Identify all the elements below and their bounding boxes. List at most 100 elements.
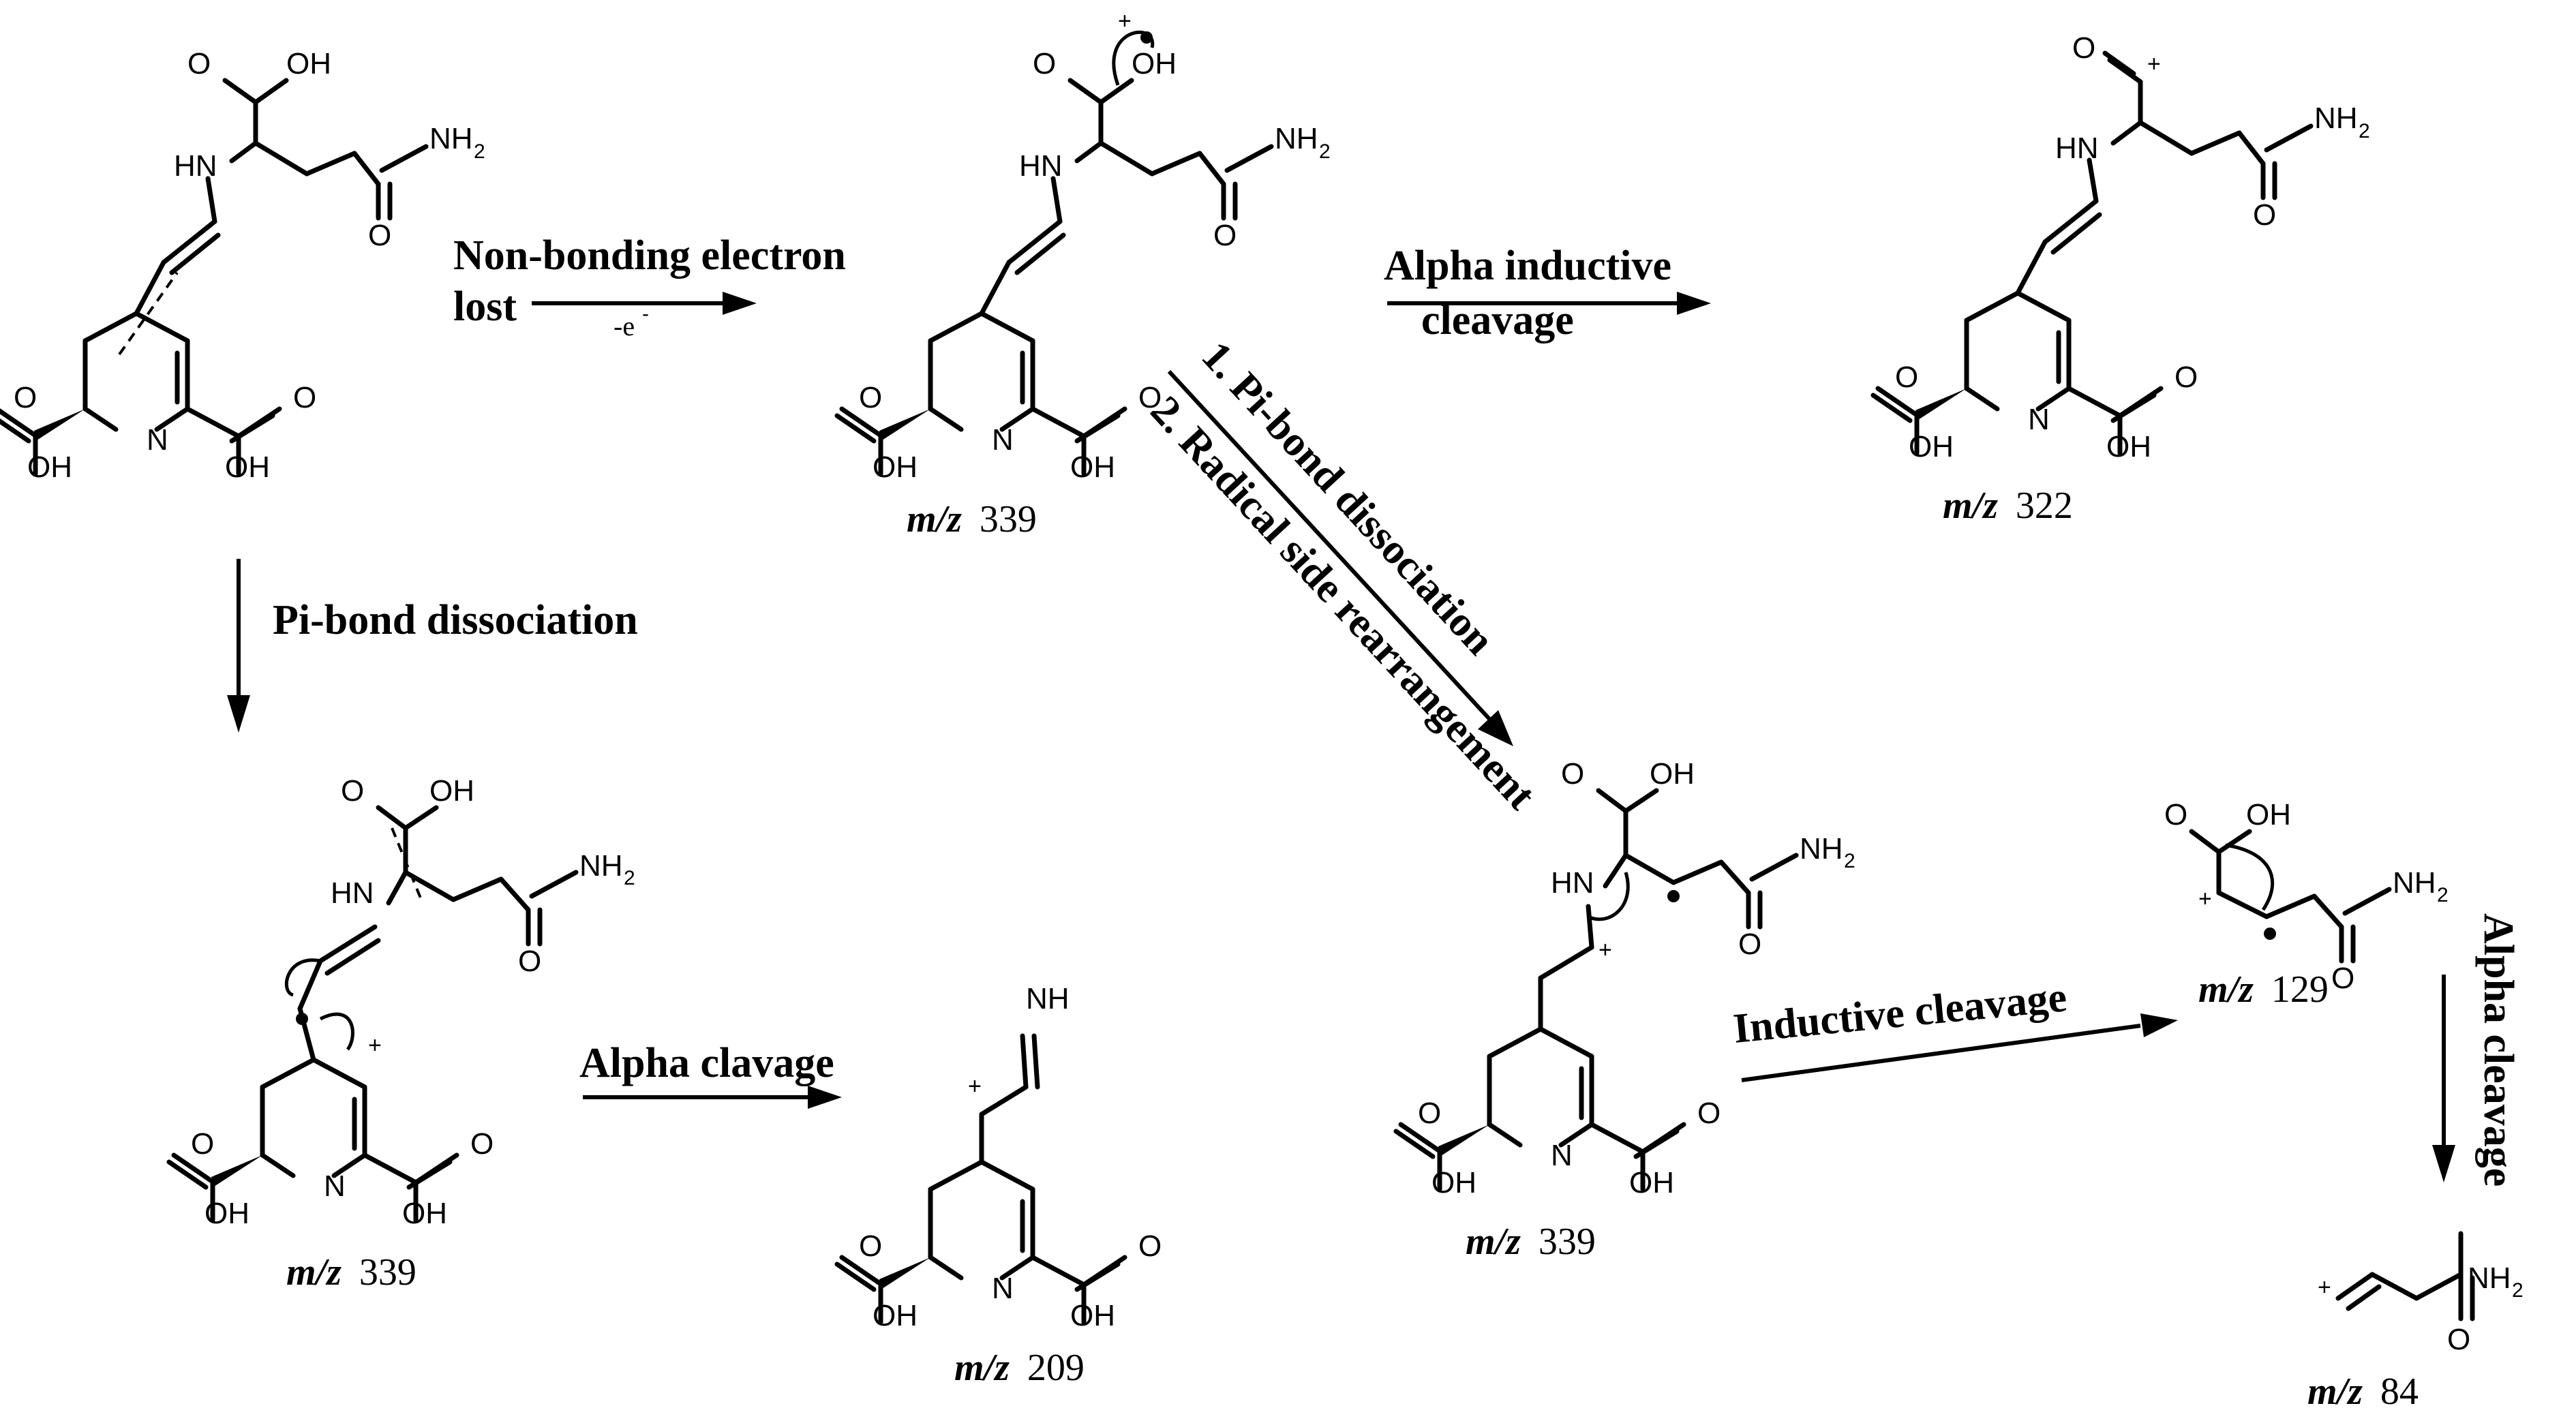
charge-plus: +: [2198, 886, 2212, 912]
step-label: lost: [453, 284, 517, 330]
atom-oh: OH: [1070, 1299, 1115, 1332]
atom-nh2: NH: [429, 122, 473, 155]
mz-value: 339: [1539, 1221, 1596, 1263]
atom-oh: OH: [873, 450, 918, 484]
mz-prefix: m/z: [2198, 968, 2254, 1011]
atom-nh2: NH: [1275, 122, 1318, 155]
step-label: Pi-bond dissociation: [273, 597, 638, 643]
step-alpha-cleavage: Alpha cleavage: [2432, 913, 2521, 1187]
atom-o: O: [14, 381, 37, 414]
atom-n: N: [1551, 1139, 1573, 1172]
atom-o: O: [2331, 962, 2354, 995]
mz-prefix: m/z: [2307, 1371, 2363, 1413]
mz-value: 339: [980, 498, 1037, 540]
atom-o: O: [2253, 198, 2276, 232]
mz-label-339a: m/z 339: [907, 498, 1037, 540]
atom-o: O: [187, 47, 211, 80]
step-label: Alpha cleavage: [2475, 913, 2521, 1187]
atom-sub: 2: [2359, 120, 2370, 142]
atom-o: O: [1418, 1097, 1441, 1130]
electron-loss: -e: [613, 311, 635, 341]
atom-o: O: [341, 774, 364, 808]
mz-label-84: m/z 84: [2307, 1371, 2419, 1413]
atom-o: O: [1697, 1097, 1721, 1130]
atom-oh: OH: [873, 1299, 918, 1332]
atom-o: O: [1895, 361, 1918, 394]
mz-value: 129: [2271, 968, 2329, 1011]
atom-o: O: [1138, 381, 1162, 414]
mz-value: 209: [1027, 1347, 1085, 1389]
step-label: Alpha clavage: [579, 1040, 834, 1086]
atom-oh: OH: [402, 1197, 447, 1230]
atom-sub: 2: [2512, 1279, 2524, 1302]
step-pi-bond: Pi-bond dissociation: [227, 559, 638, 733]
atom-o: O: [859, 1229, 882, 1263]
mz-value: 322: [2016, 485, 2073, 527]
atom-oh: OH: [204, 1197, 249, 1230]
mz-label-339c: m/z 339: [1466, 1221, 1596, 1263]
step-label: Non-bonding electron: [453, 232, 846, 279]
intermediate-339-mid: + O OH HN O NH 2 N O OH O OH m/z 339: [1396, 757, 1855, 1263]
atom-o: O: [2447, 1323, 2470, 1356]
atom-oh: OH: [286, 47, 331, 80]
mz-value: 84: [2380, 1371, 2419, 1413]
atom-n: N: [992, 1272, 1014, 1305]
atom-oh: OH: [429, 774, 474, 808]
atom-n: N: [2028, 403, 2050, 436]
atom-o: O: [293, 381, 316, 414]
atom-o: O: [1738, 928, 1761, 961]
atom-sub: 2: [1319, 140, 1331, 163]
atom-o: O: [470, 1127, 494, 1161]
atom-o: O: [1561, 757, 1584, 791]
atom-oh: OH: [2246, 798, 2291, 831]
atom-n: N: [324, 1169, 346, 1203]
atom-oh: OH: [1431, 1166, 1476, 1199]
atom-oh: OH: [1650, 757, 1695, 791]
acylium-322: O + HN O NH 2 N O OH O OH m/z 322: [1873, 31, 2370, 527]
atom-oh: OH: [1070, 450, 1115, 484]
step-alpha-clavage: Alpha clavage: [579, 1040, 842, 1109]
atom-nh2: NH: [1800, 832, 1843, 866]
charge-plus: +: [2318, 1274, 2331, 1300]
atom-sub: 2: [624, 867, 635, 889]
step-diagonal: 1. Pi-bond dissociation 2. Radical side …: [1142, 333, 1545, 818]
charge-plus: +: [968, 1073, 982, 1099]
step-alpha-inductive: Alpha inductive cleavage: [1384, 243, 1711, 343]
charge-plus: +: [1598, 937, 1612, 963]
atom-oh: OH: [225, 450, 270, 484]
step-label: Alpha inductive: [1384, 243, 1671, 289]
iminium-209: + NH N O OH O OH m/z 209: [837, 982, 1162, 1389]
mz-prefix: m/z: [1466, 1221, 1521, 1263]
atom-n: N: [147, 423, 168, 457]
atom-hn: HN: [2055, 132, 2099, 165]
mz-value: 339: [359, 1251, 416, 1294]
mz-label-322: m/z 322: [1943, 485, 2073, 527]
charge-plus: +: [2147, 51, 2161, 77]
atom-n: N: [992, 423, 1014, 457]
atom-nh2: NH: [2393, 866, 2436, 900]
atom-nh2: NH: [579, 849, 623, 883]
atom-oh: OH: [2106, 430, 2151, 463]
atom-hn: HN: [174, 149, 217, 183]
atom-nh2: NH: [2314, 102, 2358, 135]
mz-label-339b: m/z 339: [286, 1251, 416, 1294]
mz-prefix: m/z: [954, 1347, 1010, 1389]
step-label: 2. Radical side rearrangement: [1142, 387, 1545, 818]
atom-sub: 2: [1844, 850, 1855, 872]
atom-oh: OH: [1629, 1166, 1674, 1199]
charge-plus: +: [1118, 8, 1132, 34]
atom-o: O: [1138, 1229, 1162, 1263]
atom-o: O: [1213, 219, 1237, 252]
fragment-84: + O NH 2 m/z 84: [2307, 1231, 2524, 1413]
electron-sup: -: [642, 303, 649, 325]
atom-o: O: [859, 381, 882, 414]
atom-o: O: [518, 945, 541, 978]
radical-cation-339: + O OH HN O NH 2 N O OH O OH m/z 339: [837, 8, 1331, 540]
atom-nh2: NH: [2468, 1261, 2511, 1295]
mz-label-209: m/z 209: [954, 1347, 1085, 1389]
atom-o: O: [1033, 47, 1056, 80]
step-inductive: Inductive cleavage: [1731, 974, 2178, 1082]
intermediate-339-left: + O OH HN O NH 2 N O OH O OH m/z 339: [169, 774, 635, 1294]
atom-oh: OH: [1909, 430, 1954, 463]
